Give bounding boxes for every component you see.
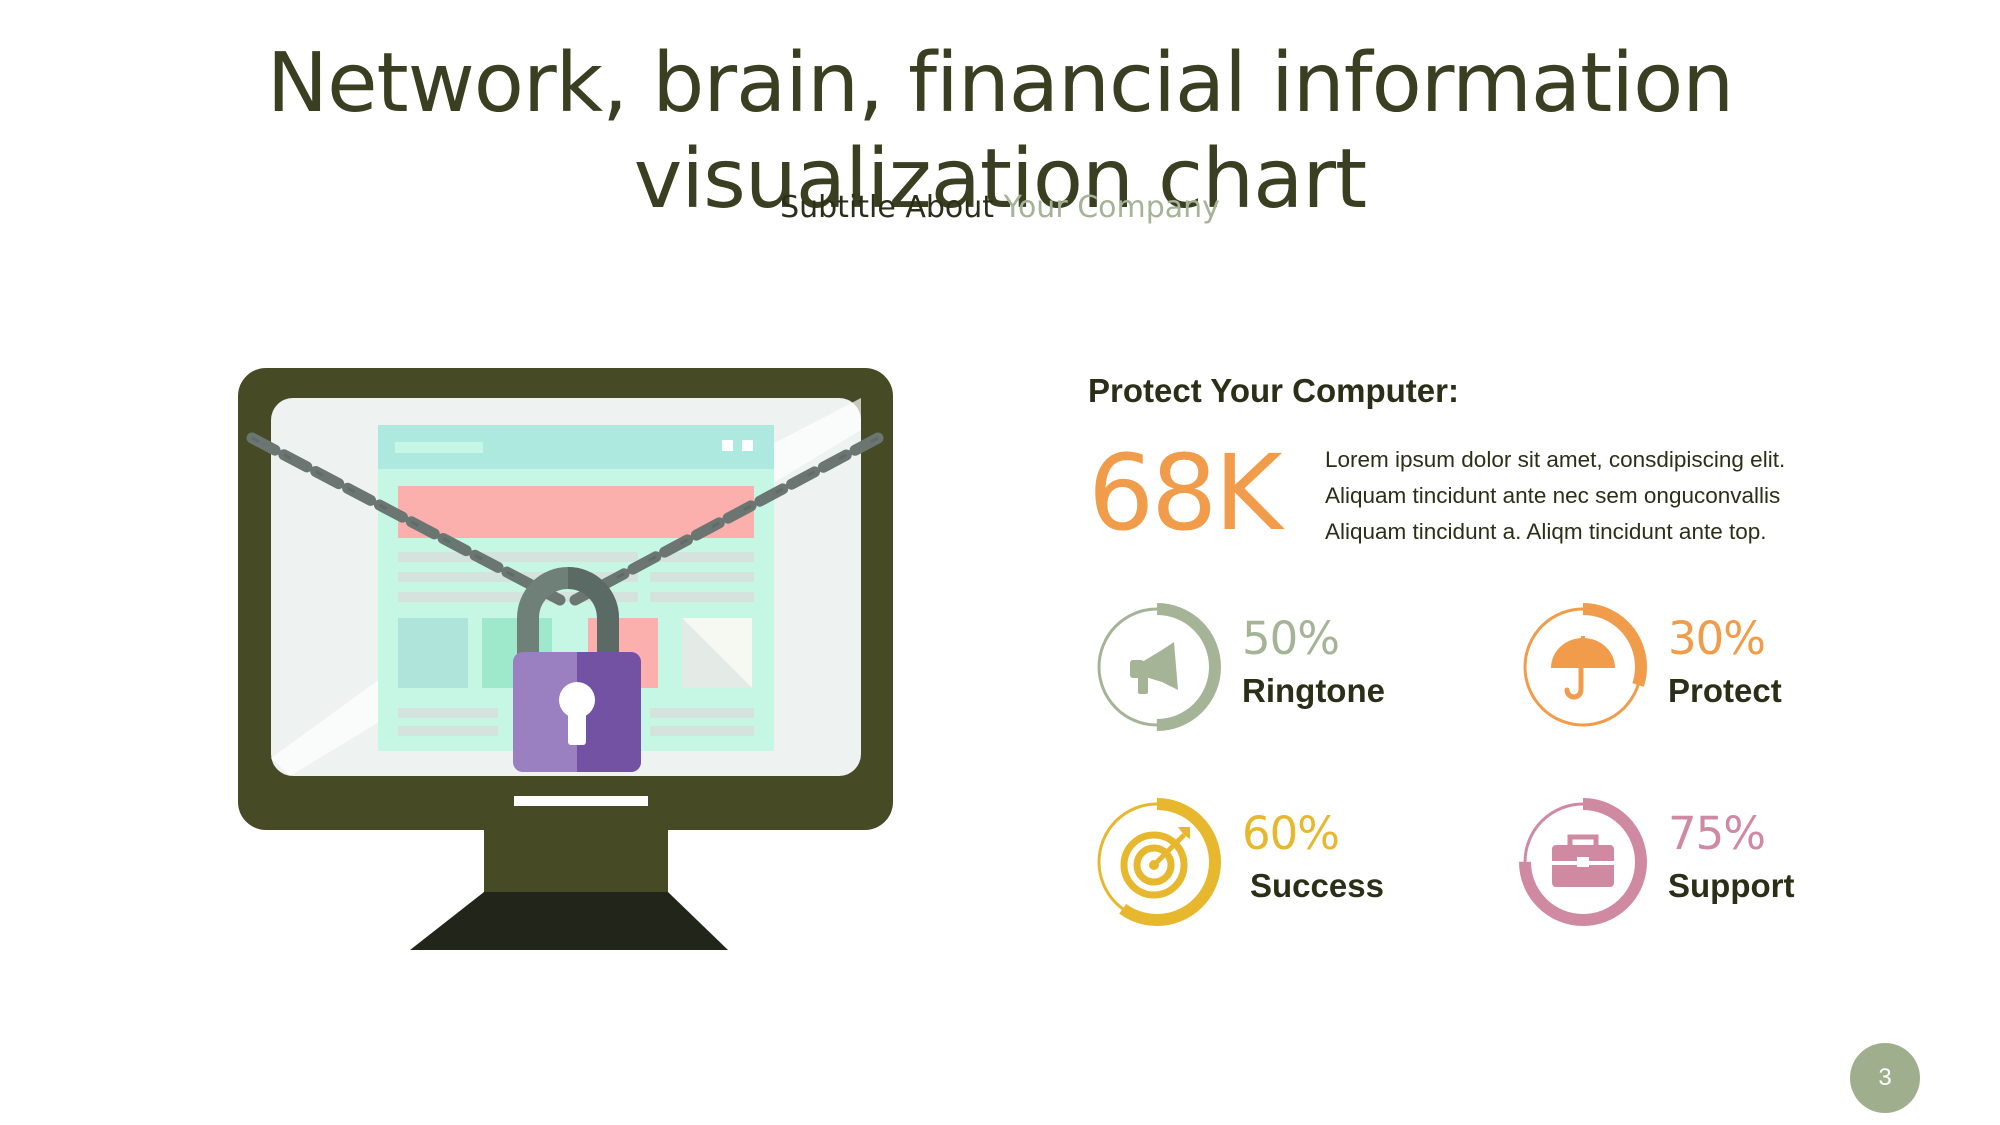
- padlock-icon: [513, 567, 641, 772]
- big-number: 68K: [1088, 432, 1283, 554]
- description-line: Aliquam tincidunt a. Aliqm tincidunt ant…: [1325, 519, 1767, 544]
- description-line: Aliquam tincidunt ante nec sem onguconva…: [1325, 483, 1781, 508]
- stat-ringtone: 50% Ringtone: [1092, 602, 1512, 742]
- subtitle-accent: Your Company: [1003, 190, 1220, 225]
- browser-banner: [398, 486, 754, 538]
- progress-ring: [1519, 798, 1647, 926]
- stat-percent: 30%: [1668, 612, 1766, 665]
- section-heading: Protect Your Computer:: [1088, 372, 1459, 409]
- stat-label: Success: [1250, 867, 1384, 904]
- page-number-badge: 3: [1850, 1043, 1920, 1113]
- stat-label: Ringtone: [1242, 672, 1385, 709]
- stat-percent: 60%: [1242, 807, 1340, 860]
- briefcase-icon: [1552, 834, 1614, 887]
- description-line: Lorem ipsum dolor sit amet, consdipiscin…: [1325, 447, 1786, 472]
- monitor-base: [410, 892, 728, 950]
- slide-title: Network, brain, financial information vi…: [266, 36, 1734, 227]
- umbrella-icon: [1551, 636, 1615, 700]
- megaphone-icon: [1130, 642, 1178, 694]
- stat-protect: 30% Protect: [1518, 602, 1938, 742]
- subtitle-main: Subtitle About: [780, 190, 1004, 225]
- progress-ring: [1519, 603, 1647, 731]
- stat-percent: 75%: [1668, 807, 1766, 860]
- progress-ring: [1093, 798, 1221, 926]
- target-icon: [1120, 827, 1190, 899]
- progress-ring: [1093, 603, 1221, 731]
- description: Lorem ipsum dolor sit amet, consdipiscin…: [1325, 442, 1845, 550]
- stat-label: Support: [1668, 867, 1795, 904]
- stat-support: 75% Support: [1518, 797, 1938, 937]
- monitor-neck: [484, 830, 668, 892]
- locked-computer-illustration: [238, 368, 893, 950]
- stat-label: Protect: [1668, 672, 1782, 709]
- slide-subtitle: Subtitle About Your Company: [0, 190, 2000, 225]
- stat-success: 60% Success: [1092, 797, 1512, 937]
- stat-percent: 50%: [1242, 612, 1340, 665]
